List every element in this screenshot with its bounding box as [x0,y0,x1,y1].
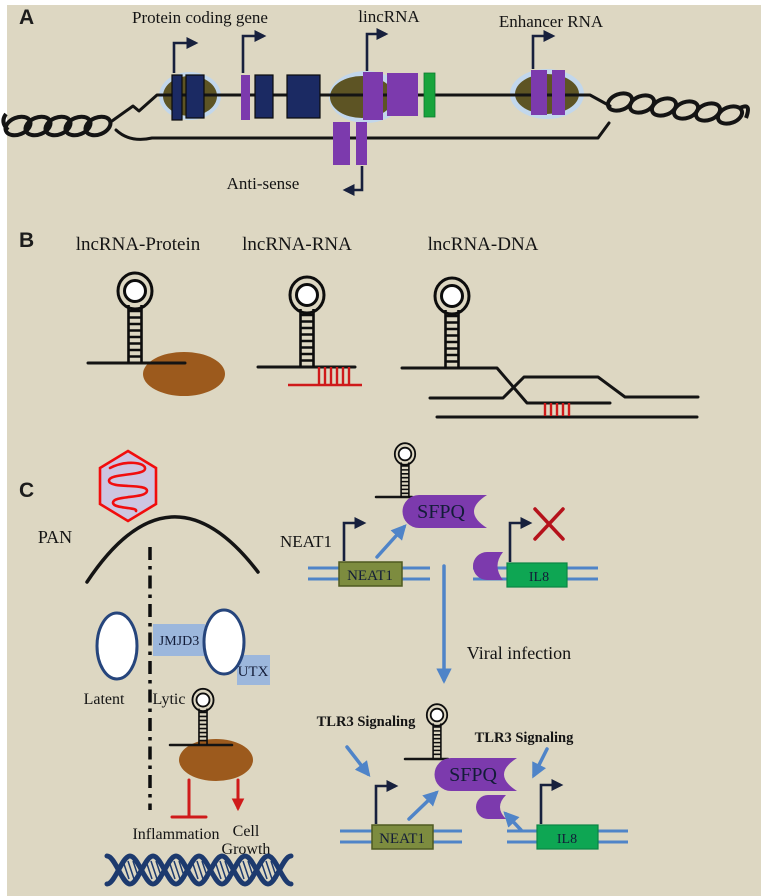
rna-pairing-ticks [317,367,351,384]
exon-purple [241,75,250,120]
promoter-arrow [342,517,367,561]
dna-strand-top [110,93,612,123]
enhancer-exon [552,70,565,115]
panel-c-label: C [19,479,34,502]
exon-navy [185,74,205,119]
inflammation-label: Inflammation [132,826,219,843]
dna-pairing-ticks [543,403,571,416]
promoter-arrow [539,779,564,824]
lincrna-exon [387,73,418,116]
sfpq-fragment [473,552,503,580]
il8-gene-label: IL8 [529,570,549,585]
antisense-promoter-arrow [342,166,364,196]
neat1-to-sfpq-arrow [407,790,439,821]
anti-sense-label: Anti-sense [227,174,300,193]
protein-coding-gene-label: Protein coding gene [132,8,268,27]
lincrna-label: lincRNA [358,7,420,26]
lncrna-rna-label: lncRNA-RNA [242,234,352,255]
utx-label: UTX [238,664,269,680]
latent-oval [95,611,139,681]
figure-background [7,5,761,896]
panel-b: B lncRNA-Protein lncRNA-RNA lncRNA-DNA [19,229,700,419]
pan-label: PAN [38,527,72,547]
lytic-label: Lytic [153,691,186,708]
promoter-arrow [365,28,389,71]
exon-navy [286,74,321,119]
jmjd3-box [153,624,205,656]
enhancer-exon [531,70,547,115]
protein-oval [179,739,253,781]
chromatin-coil-left-icon [1,112,113,138]
neat1-gene-label: NEAT1 [347,568,393,584]
panel-b-label: B [19,229,34,252]
lytic-oval [202,608,246,676]
neat1-gene-box [371,824,434,850]
nucleosome-oval [330,76,394,118]
cell-label: Cell [233,823,260,840]
jmjd3-label: JMJD3 [159,634,199,649]
sfpq-label: SFPQ [449,764,497,786]
panel-a: A Protein coding gene lincRNA Enhancer R… [1,6,750,196]
sfpq-protein [402,495,487,528]
chromatin-coil-right-icon [605,91,750,126]
sfpq-fragment [476,795,506,819]
dna-top-strand [428,375,700,400]
sfpq-label: SFPQ [417,501,465,523]
virus-icon [98,449,158,523]
promoter-arrow [531,30,556,69]
blocked-x-icon [533,507,565,541]
cell-arc [85,515,260,584]
il8-gene-box [506,562,568,588]
antisense-exon [356,122,367,165]
utx-box [237,655,270,685]
enhancer-rna-label: Enhancer RNA [499,12,604,31]
tlr3-signaling-right-label: TLR3 Signaling [475,730,574,746]
lncrna-dna-label: lncRNA-DNA [428,234,539,255]
lincrna-exon [363,72,383,120]
panel-c: C PAN JMJD3 UTX Latent Lytic Inflammatio… [19,442,628,887]
dna-helix-icon [104,853,294,887]
neat1-to-sfpq-arrow [375,524,407,559]
exon-navy [171,74,183,121]
sfpq-protein [434,758,517,791]
lincrna-green-exon [423,72,436,118]
latent-label: Latent [84,691,125,708]
dna-strand-bottom [114,121,611,141]
tlr3-signaling-left-label: TLR3 Signaling [317,714,416,730]
viral-infection-label: Viral infection [467,643,571,663]
tlr3-arrow-right [532,747,549,779]
antisense-exon [333,122,350,165]
promoter-arrow [241,30,267,73]
promoter-arrow [172,37,199,73]
neat1-title-label: NEAT1 [280,532,332,551]
panel-a-label: A [19,6,34,29]
lncrna-protein-label: lncRNA-Protein [76,234,201,255]
inhibition-tbar [170,778,208,819]
fragment-release-arrow [503,811,523,832]
exon-navy [254,74,274,119]
neat1-gene-box [338,561,403,587]
growth-label: Growth [222,841,271,858]
tlr3-arrow-left [345,745,371,778]
promoter-arrow [508,517,533,562]
neat1-gene-label: NEAT1 [379,831,425,847]
protein-oval [143,352,225,396]
il8-gene-box [536,824,599,850]
promoter-arrow [374,780,399,824]
il8-gene-label: IL8 [557,832,577,847]
